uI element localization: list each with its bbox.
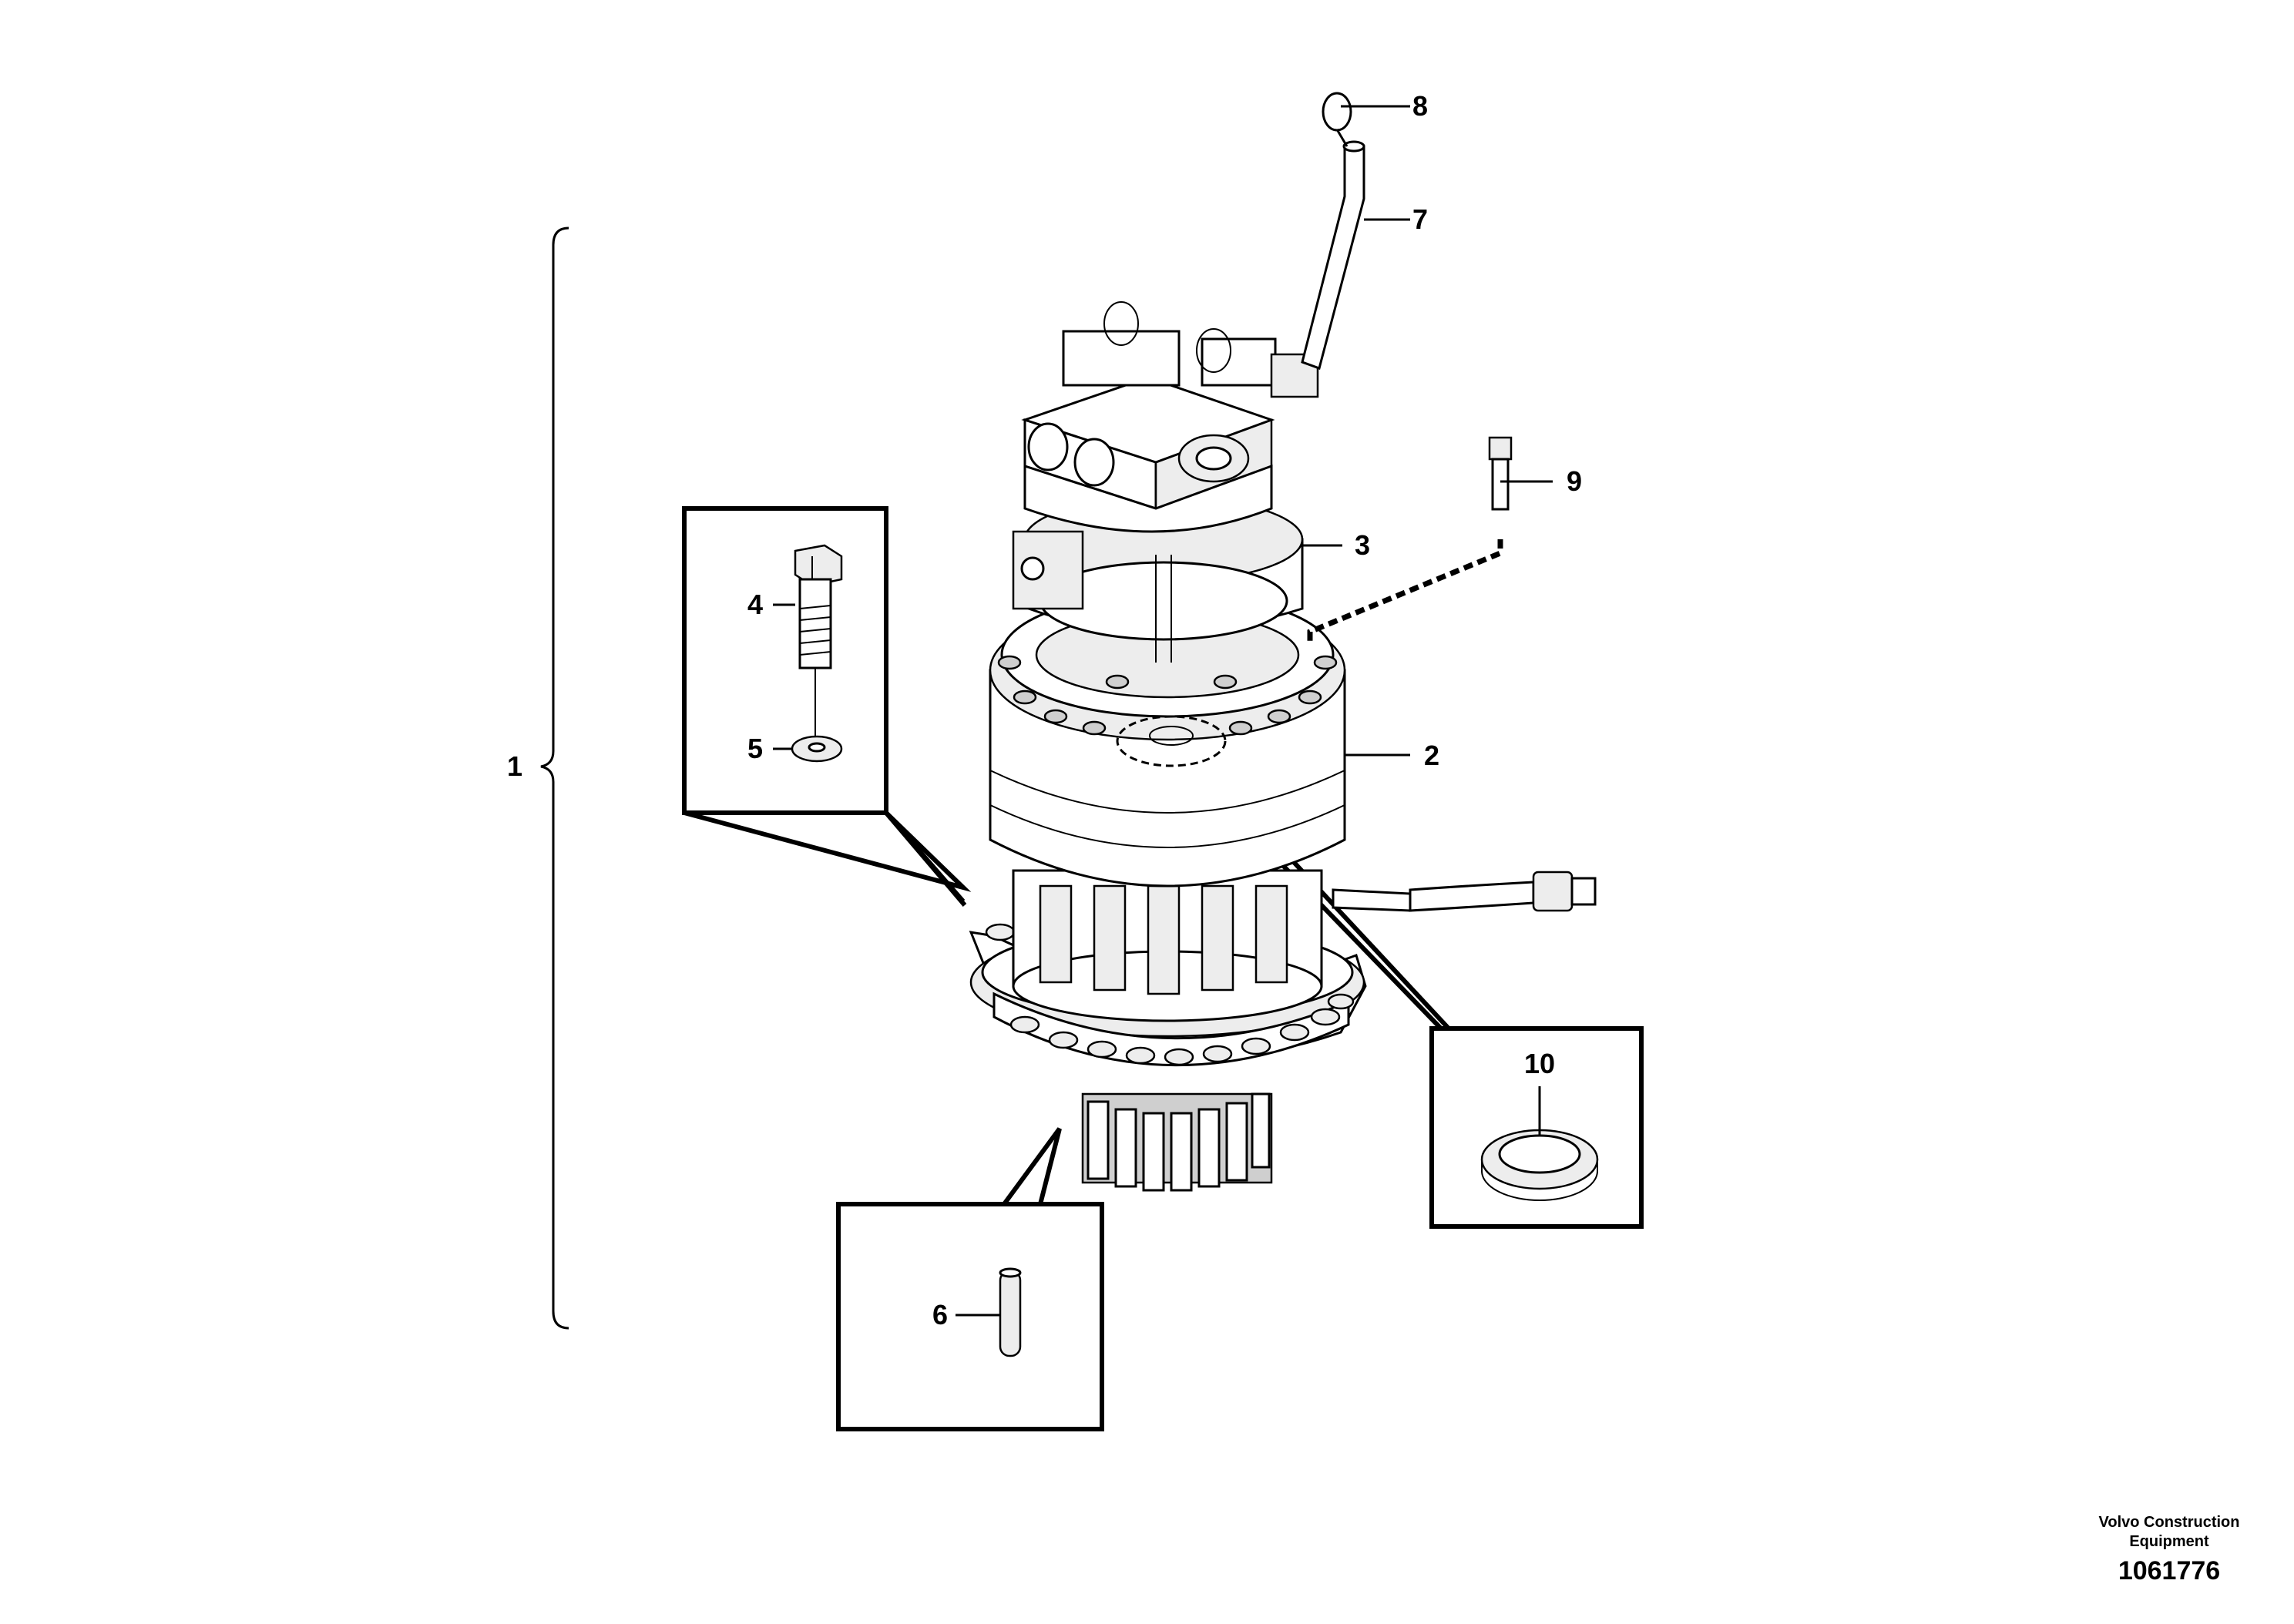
dipstick-tube <box>1301 140 1365 370</box>
washer-icon <box>791 735 843 763</box>
valve-block <box>1021 301 1319 533</box>
callout-2: 2 <box>1424 740 1439 771</box>
callout-10: 10 <box>1524 1048 1555 1079</box>
assembly-bracket <box>540 226 569 1330</box>
callout-7: 7 <box>1412 203 1428 235</box>
bolt-icon <box>794 544 843 736</box>
swing-motor-drawing <box>969 92 1597 1192</box>
callout-1: 1 <box>507 750 522 782</box>
callout-3: 3 <box>1355 529 1370 561</box>
seal-ring-icon <box>1480 1129 1599 1201</box>
company-name-line2: Equipment <box>2129 1533 2209 1550</box>
screw-icon <box>1488 436 1513 511</box>
pinion-gear <box>1081 1092 1273 1192</box>
callout-4: 4 <box>747 589 763 620</box>
detail-box-pin <box>836 1127 1104 1431</box>
dipstick-ring <box>1322 92 1352 147</box>
drain-hose <box>1332 871 1597 912</box>
callout-9: 9 <box>1567 465 1582 497</box>
leader-lines <box>773 105 1553 1317</box>
drawing-number: 1061776 <box>2118 1556 2220 1585</box>
flange-bolts <box>985 923 1355 1066</box>
detail-box-bolt <box>682 506 972 907</box>
detail-box-seal <box>1196 770 1644 1229</box>
gear-housing <box>1012 869 1323 1022</box>
company-name-line1: Volvo Construction <box>2099 1514 2240 1531</box>
callout-5: 5 <box>747 733 763 764</box>
callout-8: 8 <box>1412 90 1428 122</box>
screw-dashed-path <box>1307 539 1503 646</box>
callout-6: 6 <box>932 1299 948 1330</box>
pin-icon <box>999 1267 1022 1357</box>
